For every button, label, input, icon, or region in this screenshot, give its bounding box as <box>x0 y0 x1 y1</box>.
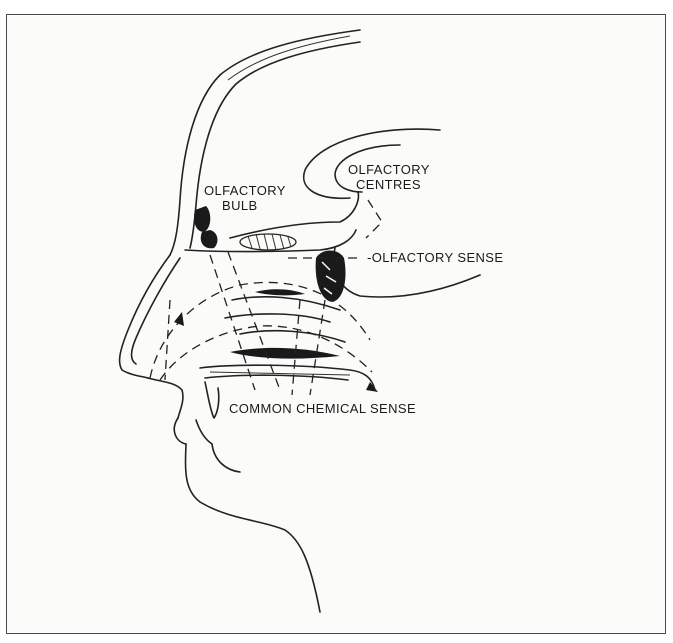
palate-texture <box>210 372 350 375</box>
frontal-sinus-upper <box>194 206 210 232</box>
olfactory-centres-label-line1: OLFACTORY <box>348 163 430 177</box>
hard-palate <box>200 365 375 390</box>
chin-contour <box>186 444 320 612</box>
lower-tooth <box>196 420 212 444</box>
middle-turbinate <box>225 314 330 322</box>
olfactory-bulb-label-line2: BULB <box>222 199 258 213</box>
nose-inner-profile <box>132 258 181 364</box>
nose-outer-profile <box>120 255 170 378</box>
upper-tooth <box>205 382 219 418</box>
olfactory-centres-label-line2: CENTRES <box>356 178 421 192</box>
lower-lip <box>174 418 186 444</box>
bulb-pointer-2 <box>228 252 280 390</box>
bulb-pointer-1 <box>210 255 255 390</box>
airflow-arrow-head-left <box>174 312 184 326</box>
jaw-inner <box>212 444 240 472</box>
superior-turbinate <box>255 289 305 295</box>
olfactory-centres-pointer <box>366 200 382 238</box>
olfactory-sense-label: -OLFACTORY SENSE <box>367 251 503 265</box>
upper-lip <box>148 378 183 418</box>
inferior-turbinate <box>230 348 340 359</box>
common-chemical-sense-label: COMMON CHEMICAL SENSE <box>229 402 416 416</box>
olfactory-bulb-hatching <box>248 234 291 250</box>
chemical-sense-pointer-3 <box>310 300 325 395</box>
frontal-sinus-lower <box>201 230 218 248</box>
olfactory-bulb-label-line1: OLFACTORY <box>204 184 286 198</box>
